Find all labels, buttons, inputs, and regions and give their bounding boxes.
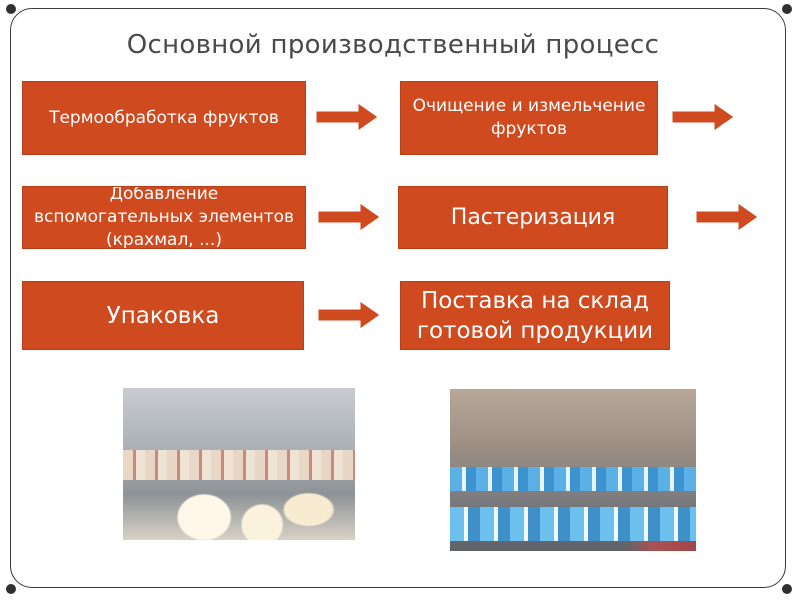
page-title: Основной производственный процесс [126,30,660,60]
step-label: Термообработка фруктов [49,107,279,128]
corner-dot [6,4,16,14]
step-label: Добавление вспомогательных элементов (кр… [33,186,295,249]
step-cleaning-chopping: Очищение и измельчение фруктов [400,81,658,155]
right-arrow-icon [317,300,381,330]
step-adding-ingredients: Добавление вспомогательных элементов (кр… [22,186,306,249]
step-pasteurization: Пастеризация [398,186,668,249]
step-label: Пастеризация [450,205,616,230]
step-warehouse-delivery: Поставка на склад готовой продукции [400,281,670,350]
step-label: Очищение и измельчение фруктов [412,96,646,139]
corner-dot [6,584,16,594]
right-arrow-icon [317,202,381,232]
right-arrow-icon [315,102,379,132]
corner-dot [782,584,792,594]
bottling-line-photo [450,389,696,551]
right-arrow-icon [671,102,735,132]
corner-dot [782,4,792,14]
step-thermal-processing: Термообработка фруктов [22,81,306,155]
production-line-photo [123,388,355,540]
step-label: Упаковка [106,302,220,329]
step-packaging: Упаковка [22,281,304,350]
step-label: Поставка на склад готовой продукции [416,287,654,344]
right-arrow-icon [695,202,759,232]
